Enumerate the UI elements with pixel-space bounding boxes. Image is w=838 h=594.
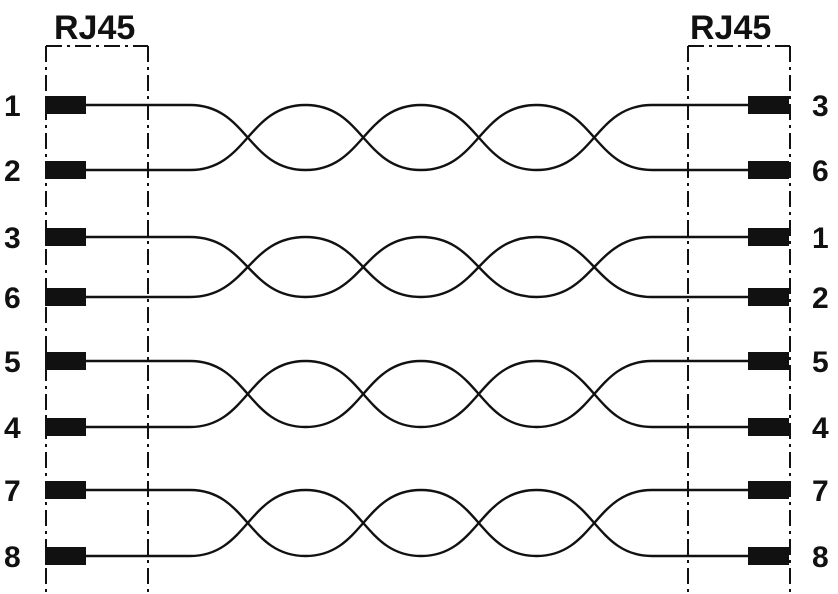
right-connector: RJ45 3 6 1 2 5 4 7 8 <box>687 9 829 594</box>
left-plug-contact <box>45 288 86 306</box>
left-pin-label: 4 <box>4 412 21 445</box>
right-plug-contact <box>748 418 789 436</box>
left-plug-contacts <box>45 96 86 565</box>
left-pin-label: 8 <box>4 541 21 574</box>
right-plug-contact <box>748 96 789 114</box>
twisted-pair-wires <box>86 103 748 558</box>
right-pin-label: 4 <box>812 412 829 445</box>
left-plug-contact <box>45 481 86 499</box>
left-pin-label: 5 <box>4 346 21 379</box>
right-pin-label: 7 <box>812 475 829 508</box>
right-plug-contact <box>748 481 789 499</box>
left-pin-labels: 1 2 3 6 5 4 7 8 <box>4 90 21 574</box>
pair-1-wire-2 <box>86 103 748 172</box>
left-plug-contact <box>45 96 86 114</box>
pair-2-wire-1 <box>86 235 748 299</box>
right-pin-labels: 3 6 1 2 5 4 7 8 <box>812 90 829 574</box>
pair-2-wire-2 <box>86 235 748 299</box>
pair-4-wire-1 <box>86 488 748 558</box>
right-pin-label: 6 <box>812 155 829 188</box>
right-pin-label: 5 <box>812 346 829 379</box>
right-plug-contact <box>748 228 789 246</box>
right-plug-contact <box>748 288 789 306</box>
left-plug-contact <box>45 418 86 436</box>
left-plug-contact <box>45 547 86 565</box>
left-pin-label: 7 <box>4 475 21 508</box>
left-connector: RJ45 1 2 3 6 5 4 7 8 <box>4 9 149 594</box>
right-pin-label: 1 <box>812 222 829 255</box>
right-plug-contacts <box>748 96 789 565</box>
left-plug-contact <box>45 161 86 179</box>
pair-1-wire-1 <box>86 103 748 172</box>
left-plug-contact <box>45 352 86 370</box>
pair-3-wire-2 <box>86 359 748 429</box>
left-plug-contact <box>45 228 86 246</box>
right-plug-contact <box>748 161 789 179</box>
pair-4-wire-2 <box>86 488 748 558</box>
right-pin-label: 2 <box>812 282 829 315</box>
right-pin-label: 3 <box>812 90 829 123</box>
left-pin-label: 2 <box>4 155 21 188</box>
right-plug-contact <box>748 352 789 370</box>
pair-3-wire-1 <box>86 359 748 429</box>
left-pin-label: 1 <box>4 90 21 123</box>
right-plug-contact <box>748 547 789 565</box>
left-connector-label: RJ45 <box>54 9 135 47</box>
right-pin-label: 8 <box>812 541 829 574</box>
left-pin-label: 6 <box>4 282 21 315</box>
right-connector-label: RJ45 <box>690 9 771 47</box>
left-pin-label: 3 <box>4 222 21 255</box>
